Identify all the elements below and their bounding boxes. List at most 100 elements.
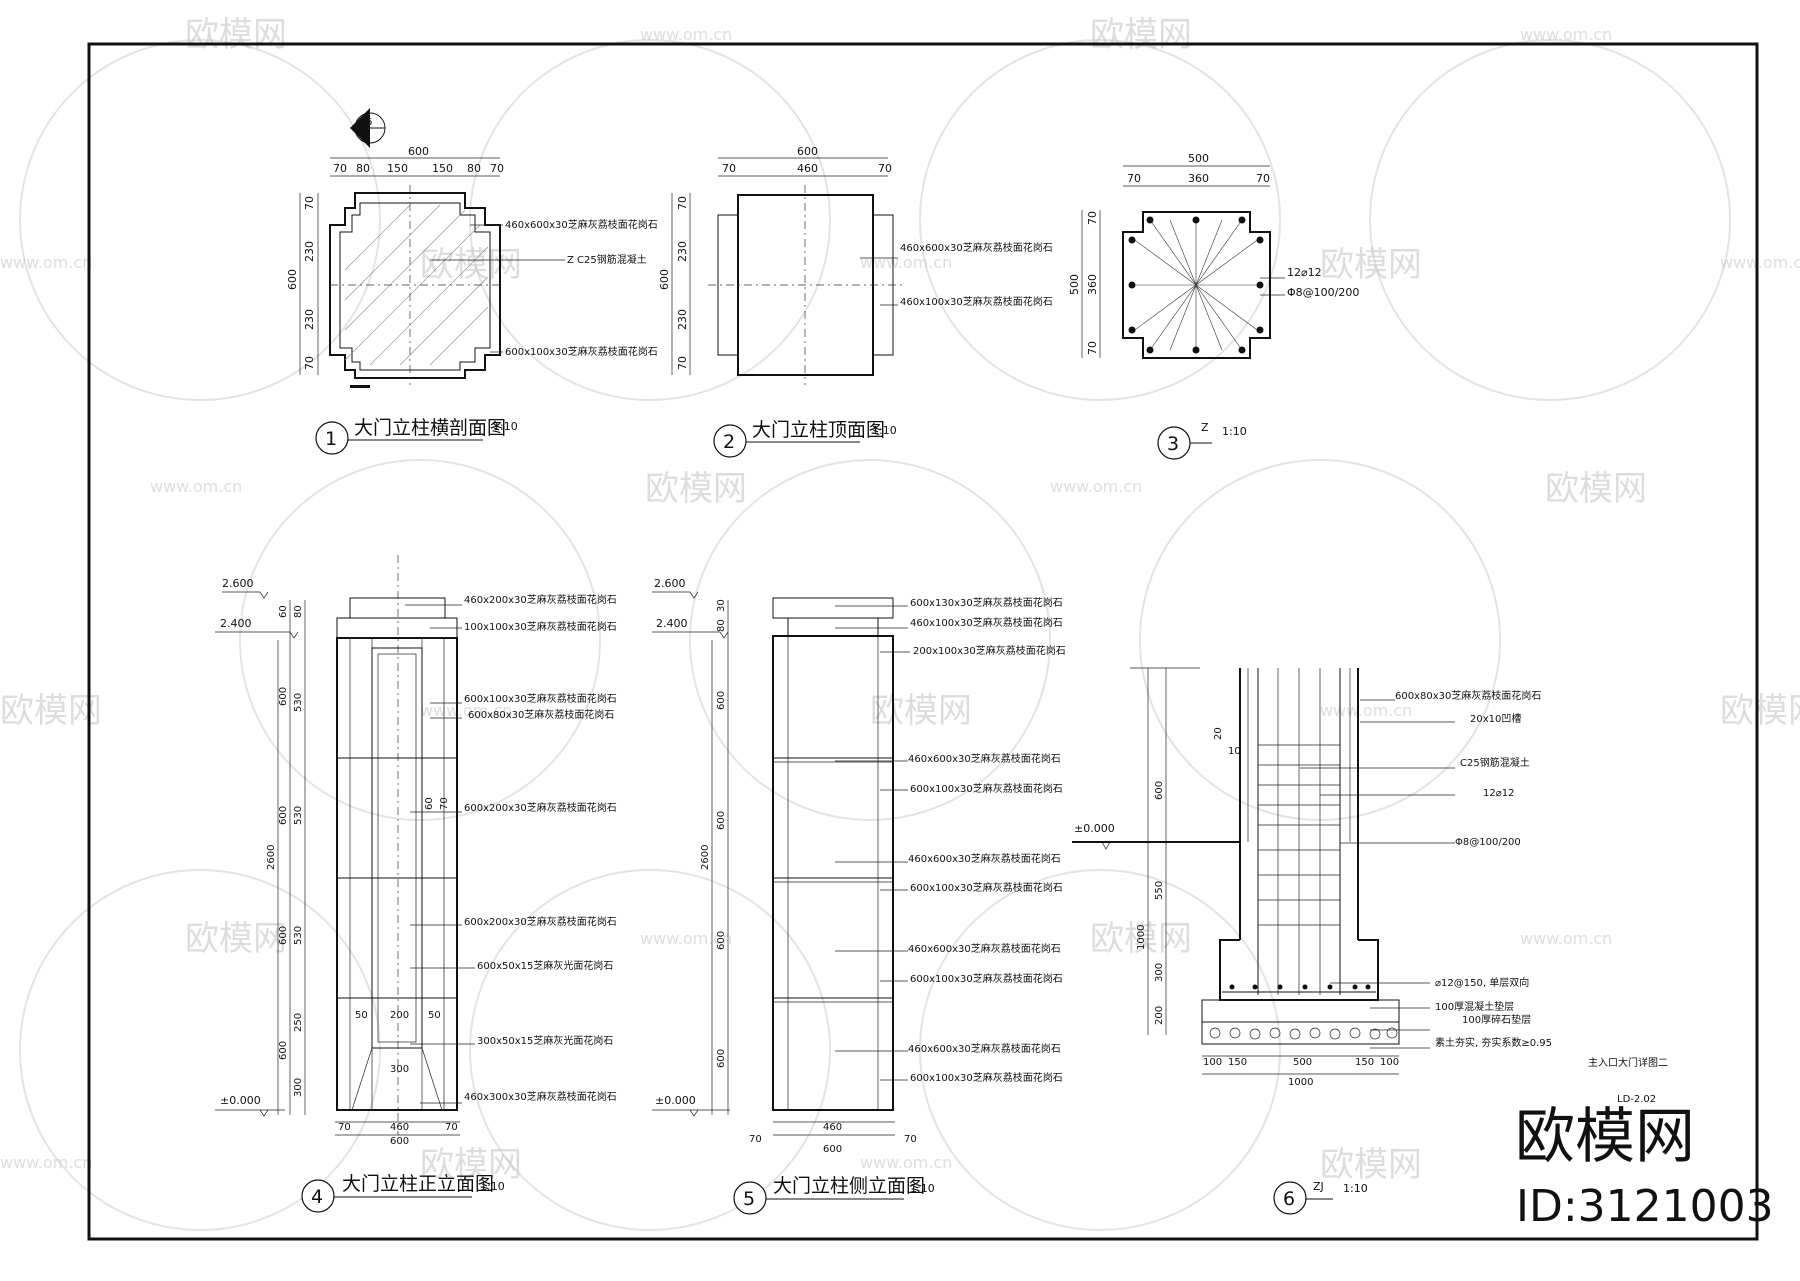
dim-text: 500 [1293,1057,1312,1068]
watermark-url: www.om.cn [1720,253,1800,272]
material-label: 460x600x30芝麻灰荔枝面花岗石 [908,852,1061,865]
dim-text: 80 [293,605,304,618]
sheet-number: LD-2.02 [1617,1094,1656,1105]
watermark: 欧模网 [420,245,522,285]
watermark-url: www.om.cn [640,929,732,948]
dim-text: 70 [303,196,316,210]
dim-text: 600 [408,145,429,158]
dim-text: 150 [387,162,408,175]
dim-text: 600 [716,811,727,830]
material-label: 600x200x30芝麻灰荔枝面花岗石 [464,915,617,928]
material-label: 100x100x30芝麻灰荔枝面花岗石 [464,620,617,633]
dim-text: 300 [293,1078,304,1097]
dim-text: 100 [1203,1057,1222,1068]
dim-text: 250 [293,1013,304,1032]
watermark-url: www.om.cn [420,701,512,720]
dim-text: 1000 [1136,925,1147,950]
watermark-text: 欧模网 www.om.cn 欧模网 www.om.cn www.om.cn 欧模… [0,15,1800,1185]
dim-text: 70 [749,1134,762,1145]
level-label: ±0.000 [1074,822,1115,835]
material-label: 600x100x30芝麻灰荔枝面花岗石 [464,692,617,705]
dim-text: 70 [490,162,504,175]
material-label: 460x600x30芝麻灰荔枝面花岗石 [908,1042,1061,1055]
view-4-front-elevation: 2.600 2.400 ±0.000 2600 60 80 600 530 60… [215,555,617,1213]
dim-text: 600 [716,931,727,950]
material-label: C25钢筋混凝土 [1460,756,1530,769]
dim-text: 60 [278,605,289,618]
material-label: Z C25钢筋混凝土 [567,253,647,266]
view-5-side-elevation: 2.600 2.400 ±0.000 2600 30 80 600 600 60… [652,577,1066,1215]
material-label: 600x100x30芝麻灰荔枝面花岗石 [910,782,1063,795]
dim-text: 550 [1154,881,1165,900]
small-dim: 10 [1228,746,1241,757]
inner-dim: 50 [355,1010,368,1021]
watermark-circles [19,39,1731,1231]
dim-text: 360 [1188,172,1209,185]
material-label: 460x600x30芝麻灰荔枝面花岗石 [505,218,658,231]
watermark: 欧模网 [1320,1145,1422,1185]
level-label: ±0.000 [220,1094,261,1107]
sheet-frame [87,42,1759,1241]
dim-text: 500 [1068,274,1081,295]
level-label: 2.400 [220,617,252,630]
dim-text: 70 [676,356,689,370]
watermark-url: www.om.cn [1320,701,1412,720]
material-label: ⌀12@150, 单层双向 [1435,976,1529,989]
dim-text: 70 [303,356,316,370]
material-label: 200x100x30芝麻灰荔枝面花岗石 [913,644,1066,657]
dim-text: 70 [676,196,689,210]
watermark-url: www.om.cn [0,1153,92,1172]
dim-text: 600 [1154,781,1165,800]
brand-stamp: 欧模网 ID:3121003 [1515,1102,1774,1232]
watermark-url: www.om.cn [640,25,732,44]
view-scale: 1:10 [1222,425,1247,438]
material-label: 12⌀12 [1483,788,1514,799]
dim-text: 70 [333,162,347,175]
dim-text: 230 [676,309,689,330]
dim-text: 70 [878,162,892,175]
view-number: 1 [325,428,337,450]
inner-dim: 70 [439,797,450,810]
dim-text: 70 [904,1134,917,1145]
dim-text: 530 [293,693,304,712]
material-label: 600x100x30芝麻灰荔枝面花岗石 [910,972,1063,985]
material-label: 460x100x30芝麻灰荔枝面花岗石 [900,295,1053,308]
level-marks: 2.600 2.400 ±0.000 [215,577,299,1117]
material-label: 600x50x15芝麻灰光面花岗石 [477,959,613,972]
watermark-url: www.om.cn [860,1153,952,1172]
watermark-url: www.om.cn [150,477,242,496]
material-label: Φ8@100/200 [1455,837,1521,848]
material-label: 600x80x30芝麻灰荔枝面花岗石 [1395,689,1541,702]
dim-text: 600 [278,687,289,706]
material-label: 300x50x15芝麻灰光面花岗石 [477,1034,613,1047]
stamp-id: ID:3121003 [1516,1181,1774,1232]
dim-text: 360 [1086,274,1099,295]
inner-dim: 60 [424,797,435,810]
rebar-label: 12⌀12 [1287,266,1322,279]
view-title: ZJ [1313,1180,1324,1193]
view-title: Z [1201,421,1209,434]
dim-text: 2600 [266,845,277,870]
dim-text: 80 [716,619,727,632]
level-label: ±0.000 [655,1094,696,1107]
dim-text: 460 [390,1122,409,1133]
material-label: 600x100x30芝麻灰荔枝面花岗石 [910,1071,1063,1084]
watermark-url: www.om.cn [1520,25,1612,44]
dim-text: 600 [278,806,289,825]
dim-text: 150 [1228,1057,1247,1068]
view-number: 6 [1283,1188,1295,1210]
inner-dim: 200 [390,1010,409,1021]
view-scale: 1:10 [493,420,518,433]
dim-text: 600 [716,1049,727,1068]
dim-text: 460 [823,1122,842,1133]
dim-text: 600 [390,1136,409,1147]
dim-text: 70 [445,1122,458,1133]
view-title: 大门立柱顶面图 [752,419,885,441]
view-scale: 1:10 [480,1180,505,1193]
material-label: 素土夯实, 夯实系数≥0.95 [1435,1036,1552,1049]
watermark: 欧模网 [1090,919,1192,959]
dim-text: 80 [356,162,370,175]
dim-text: 600 [797,145,818,158]
material-label: 460x300x30芝麻灰荔枝面花岗石 [464,1090,617,1103]
watermark: 欧模网 [1090,15,1192,55]
